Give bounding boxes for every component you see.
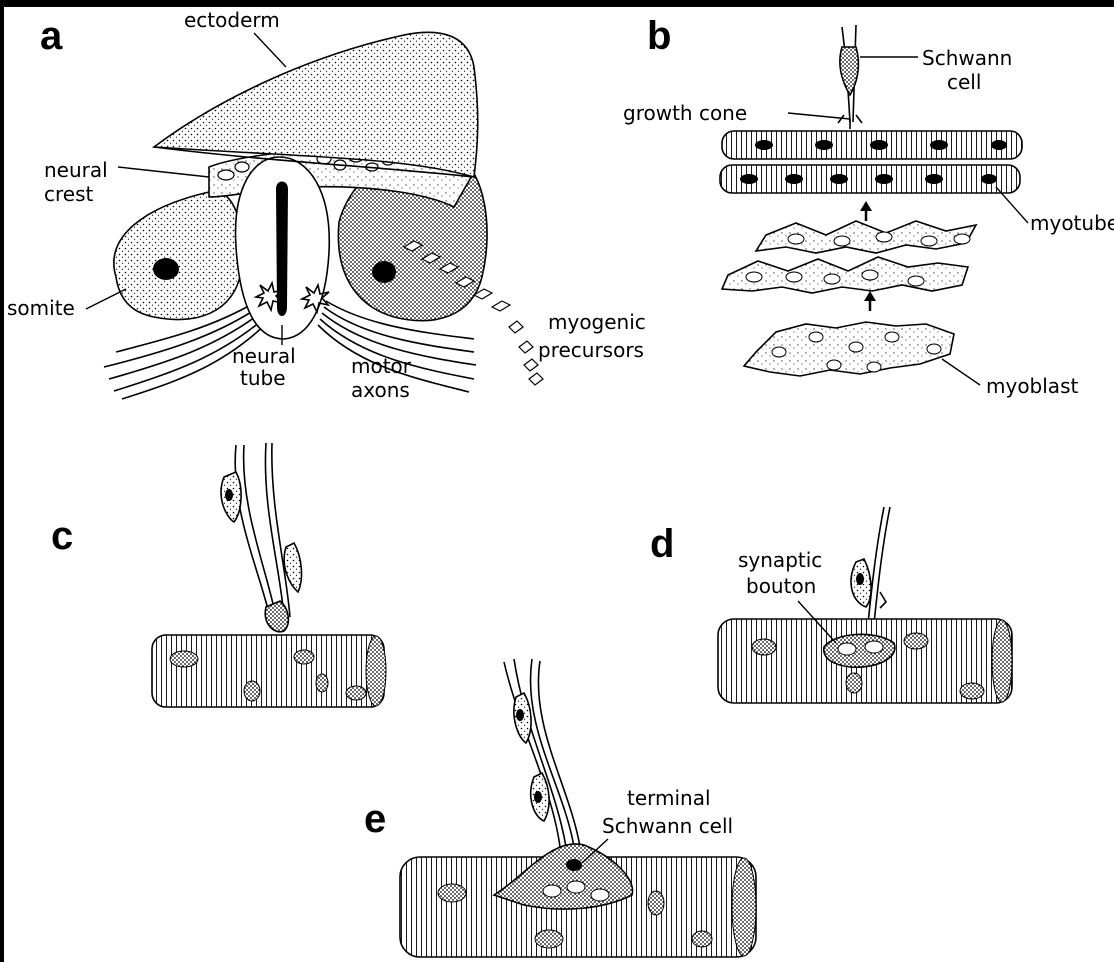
leader-growth-cone [788, 113, 850, 119]
label-terminal-schwann-cell-2: Schwann cell [602, 814, 733, 838]
panel-d: d synaptic bouton [650, 507, 1012, 703]
label-neural-crest-2: crest [44, 182, 94, 206]
fusion-arrow-upper [860, 201, 872, 221]
panel-d-letter: d [650, 522, 674, 566]
label-schwann-cell-1: Schwann [922, 46, 1012, 70]
panel-b: b [623, 14, 1114, 398]
neuromuscular-development-diagram: a [4, 7, 1114, 962]
label-neural-crest-1: neural [44, 158, 108, 182]
label-schwann-cell-2: cell [947, 70, 981, 94]
schwann-cell-and-growth-cone [838, 25, 862, 129]
label-myogenic-precursors-2: precursors [538, 338, 644, 362]
panel-b-letter: b [647, 14, 671, 58]
somite-left [114, 192, 242, 320]
panel-e: e terminal Schwann cell [364, 659, 756, 957]
leader-myoblast [942, 359, 980, 385]
panel-a: a [7, 8, 646, 402]
label-myogenic-precursors-1: myogenic [548, 310, 646, 334]
neural-tube-lumen [276, 182, 288, 317]
axon-bundle-e [504, 659, 580, 847]
muscle-fiber-c [152, 635, 386, 707]
myoblast-row-2 [722, 257, 968, 293]
fusion-arrow-lower [864, 291, 876, 311]
panel-a-letter: a [40, 14, 63, 58]
label-neural-tube-2: tube [240, 366, 286, 390]
myoblast-cluster [744, 322, 954, 376]
label-synaptic-bouton-2: bouton [746, 574, 816, 598]
leader-somite [86, 289, 126, 309]
somite-nucleus-left [153, 258, 179, 280]
label-terminal-schwann-cell-1: terminal [627, 786, 711, 810]
label-synaptic-bouton-1: synaptic [738, 548, 822, 572]
label-myotube: myotube [1030, 211, 1114, 235]
leader-ectoderm [254, 33, 286, 67]
myotube-top [722, 131, 1022, 159]
ectoderm-sheet [154, 32, 478, 177]
label-myoblast: myoblast [986, 374, 1078, 398]
panel-c-letter: c [51, 514, 73, 558]
myotube-bottom [720, 165, 1020, 193]
leader-neural-crest [118, 167, 209, 177]
label-motor-axons-1: motor [351, 354, 412, 378]
axon-and-schwann-c [221, 443, 301, 632]
label-motor-axons-2: axons [351, 378, 410, 402]
label-somite: somite [7, 296, 75, 320]
panel-e-letter: e [364, 797, 386, 841]
label-neural-tube-1: neural [232, 344, 296, 368]
myoblast-row-1 [756, 221, 976, 253]
label-ectoderm: ectoderm [184, 8, 280, 32]
somite-nucleus-right [372, 261, 396, 283]
panel-c: c [51, 443, 386, 707]
label-growth-cone: growth cone [623, 101, 747, 125]
